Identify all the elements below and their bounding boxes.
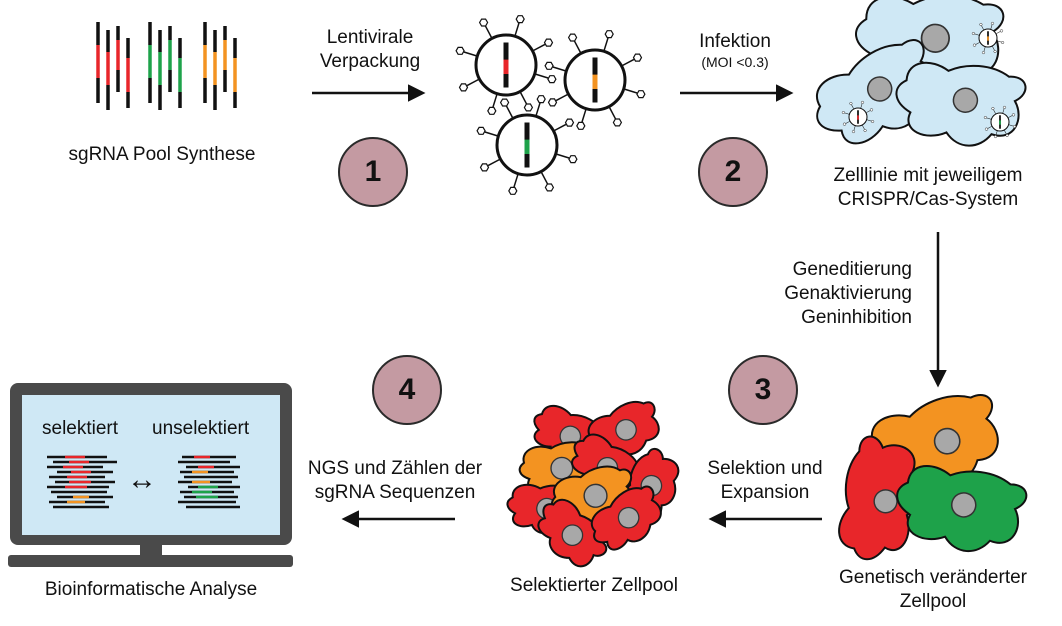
step-3-badge: 3 bbox=[728, 355, 798, 425]
selected-pool-label: Selektierter Zellpool bbox=[510, 575, 678, 596]
cell-icon bbox=[546, 461, 640, 532]
double-arrow-icon: ↔ bbox=[127, 463, 157, 496]
modes-label: Geneditierung Genaktivierung Geninhibiti… bbox=[760, 258, 912, 330]
virus-icon bbox=[983, 105, 1017, 139]
screen-label-selected: selektiert bbox=[42, 418, 119, 439]
cell-line-label-line1: Zelllinie mit jeweiligem bbox=[833, 165, 1023, 186]
step-4-label-line2: sgRNA Sequenzen bbox=[314, 482, 476, 503]
modified-pool-label-line1: Genetisch veränderter bbox=[839, 567, 1027, 588]
cell-icon bbox=[801, 0, 1031, 159]
step-3-label-line2: Expansion bbox=[720, 482, 810, 503]
cell-icon bbox=[886, 45, 1031, 159]
cell-icon bbox=[885, 447, 1032, 566]
step-4-badge: 4 bbox=[372, 355, 442, 425]
cell-icon bbox=[580, 478, 672, 561]
modified-pool-label-line2: Zellpool bbox=[899, 591, 967, 612]
virus-icon bbox=[971, 21, 1005, 55]
step-1-badge: 1 bbox=[338, 137, 408, 207]
cell-icon bbox=[579, 394, 668, 468]
cell-icon bbox=[860, 389, 1005, 496]
sgrna-pool-icon bbox=[96, 22, 237, 110]
virus-icon bbox=[841, 100, 875, 134]
step-4-label-line1: NGS und Zählen der bbox=[307, 458, 483, 479]
step-1-label: Lentivirale Verpackung bbox=[300, 26, 440, 74]
cell-line-label: Zelllinie mit jeweiligem CRISPR/Cas-Syst… bbox=[808, 164, 1048, 212]
step-2-badge: 2 bbox=[698, 137, 768, 207]
step-2-label-line2: (MOI <0.3) bbox=[701, 54, 769, 70]
virus-icon bbox=[455, 15, 646, 195]
step-3-label-line1: Selektion und bbox=[707, 458, 823, 479]
synthesis-label: sgRNA Pool Synthese bbox=[68, 144, 256, 165]
cell-icon bbox=[502, 394, 692, 579]
mode-inhibition: Geninhibition bbox=[801, 307, 912, 328]
step-3-label: Selektion und Expansion bbox=[690, 457, 840, 505]
screen-label-unselected: unselektiert bbox=[152, 418, 250, 439]
step-2-label-line1: Infektion bbox=[699, 31, 771, 52]
step-4-label: NGS und Zählen der sgRNA Sequenzen bbox=[295, 457, 495, 505]
cell-icon bbox=[821, 389, 1032, 572]
step-2-label: Infektion (MOI <0.3) bbox=[670, 30, 800, 70]
sequencing-reads bbox=[47, 455, 240, 509]
computer-monitor-icon bbox=[8, 383, 293, 567]
cell-icon bbox=[848, 0, 1008, 99]
analysis-label: Bioinformatische Analyse bbox=[44, 579, 258, 600]
virus-icon bbox=[455, 15, 557, 115]
virus-icon bbox=[476, 95, 578, 195]
modified-pool-label: Genetisch veränderter Zellpool bbox=[818, 566, 1048, 614]
mode-editing: Geneditierung bbox=[792, 259, 912, 280]
cell-icon bbox=[821, 431, 937, 572]
cell-icon bbox=[526, 488, 615, 579]
virus-icon bbox=[544, 30, 646, 130]
cell-icon bbox=[801, 33, 949, 156]
step-1-label-line1: Lentivirale bbox=[326, 27, 414, 48]
step-1-label-line2: Verpackung bbox=[319, 51, 421, 72]
cell-line-label-line2: CRISPR/Cas-System bbox=[837, 189, 1019, 210]
mode-activation: Genaktivierung bbox=[784, 283, 912, 304]
